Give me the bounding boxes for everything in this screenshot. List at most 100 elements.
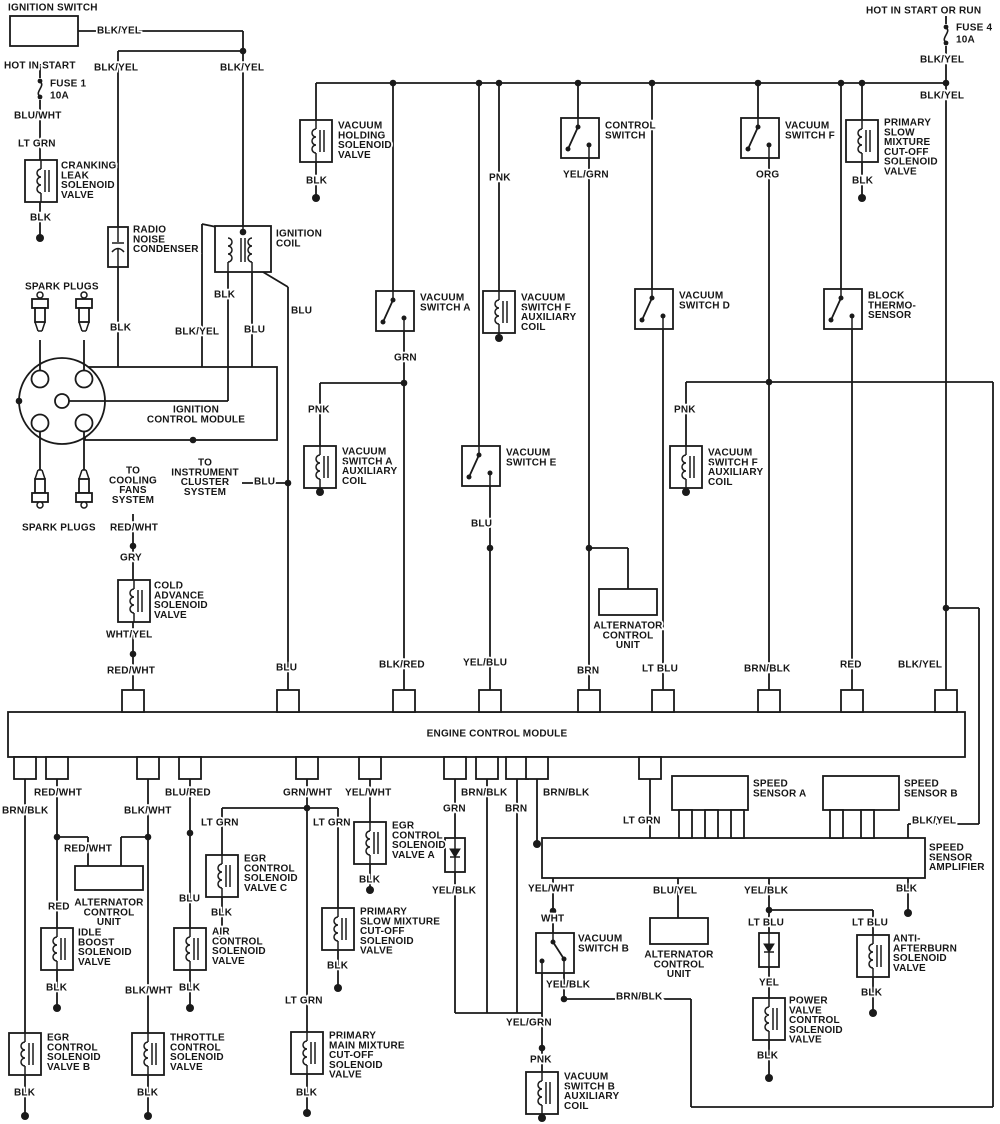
ecm-tab [840, 689, 864, 713]
fuse-1-label: FUSE 1 [50, 79, 86, 90]
ecm-tab [295, 756, 319, 780]
wire-label: RED/WHT [34, 788, 82, 799]
wire-label: BLK/WHT [125, 986, 173, 997]
ecm-tab [638, 756, 662, 780]
vacuum-switch-d [634, 288, 674, 330]
wire-label: BLK [30, 213, 52, 224]
ground-dot [21, 1112, 29, 1120]
ground-dot [495, 334, 503, 342]
wire-label: BLK [359, 875, 381, 886]
junction-dot [466, 474, 472, 480]
junction-dot [144, 833, 152, 841]
sensor-leg [678, 809, 693, 839]
ground-dot [334, 984, 342, 992]
fuse-4-label: FUSE 4 [956, 23, 992, 34]
block-thermo-sensor [823, 288, 863, 330]
sensor-leg [829, 809, 844, 839]
wire-label: PNK [489, 173, 511, 184]
junction-dot [858, 79, 866, 87]
primary-slow-mixture-cutoff-solenoid-valve-top [845, 119, 879, 163]
idle-boost-solenoid-valve [40, 927, 74, 971]
sensor-leg [860, 809, 875, 839]
wire-label: BLK/YEL [220, 63, 264, 74]
ecm-tab [276, 689, 300, 713]
spark-plug [75, 469, 93, 509]
box [34, 307, 46, 323]
wire-label: LT GRN [285, 996, 323, 1007]
ground-dot [765, 1074, 773, 1082]
ecm-tab [475, 756, 499, 780]
vacuum-switch-f [740, 117, 780, 159]
ignition-control-module-box [84, 366, 278, 441]
wire-label: BLK [861, 988, 883, 999]
wire-label: BLK [110, 323, 132, 334]
spark-plugs-label: SPARK PLUGS [25, 282, 99, 293]
wire-label: PNK [308, 405, 330, 416]
radio-noise-condenser [107, 226, 129, 268]
wire-label: BLK [211, 908, 233, 919]
wire-label: BLU/RED [165, 788, 211, 799]
engine-control-module-box [7, 711, 966, 758]
wire-label: BLU [276, 663, 297, 674]
ground-dot [36, 234, 44, 242]
wire-label: LT GRN [18, 139, 56, 150]
wire-label: BLK/YEL [175, 327, 219, 338]
junction-dot [186, 829, 194, 837]
power-source-label: HOT IN START [4, 61, 76, 72]
box [78, 478, 90, 494]
junction-dot [560, 995, 568, 1003]
wire-label: BRN/BLK [2, 806, 49, 817]
wire-label: BRN/BLK [543, 788, 590, 799]
ground-dot [312, 194, 320, 202]
egr-control-solenoid-valve-c [205, 854, 239, 898]
throttle-control-solenoid-valve [131, 1032, 165, 1076]
wire-label: YEL/BLK [546, 980, 591, 991]
speed-sensor-a-box [671, 775, 749, 811]
junction-dot [765, 378, 773, 386]
wire-label: BLU [291, 306, 312, 317]
ecm-tab [392, 689, 416, 713]
wire-label: RED [48, 902, 70, 913]
ecm-tab [934, 689, 958, 713]
ecm-tab [358, 756, 382, 780]
diode-egr [444, 837, 466, 873]
junction-dot [765, 906, 773, 914]
wire-label: BLK [14, 1088, 36, 1099]
fuse-4 [943, 24, 949, 46]
wire-label: WHT [541, 914, 564, 925]
box [31, 298, 49, 309]
ecm-connector-tabs [13, 689, 958, 780]
anti-afterburn-solenoid-valve [856, 934, 890, 978]
air-control-solenoid-valve [173, 927, 207, 971]
wire-label: WHT/YEL [106, 630, 152, 641]
junction-dot [486, 544, 494, 552]
wire-label: BLU/WHT [14, 111, 62, 122]
junction-dot [389, 79, 397, 87]
wire-label: BLK/YEL [920, 91, 964, 102]
speed-sensor-b-box [822, 775, 900, 811]
cranking-leak-solenoid-valve [24, 159, 58, 203]
primary-main-mixture-cutoff-solenoid-valve [290, 1031, 324, 1075]
wire-label: BLK [137, 1088, 159, 1099]
ignition-switch-label: IGNITION SWITCH [8, 3, 98, 14]
junction-dot [495, 79, 503, 87]
wire-label: LT BLU [748, 918, 784, 929]
ecm-tab [178, 756, 202, 780]
junction-dot [400, 379, 408, 387]
ecm-tab [525, 756, 549, 780]
wire-label: BLK/YEL [920, 55, 964, 66]
wire-label: BLU/YEL [653, 886, 697, 897]
